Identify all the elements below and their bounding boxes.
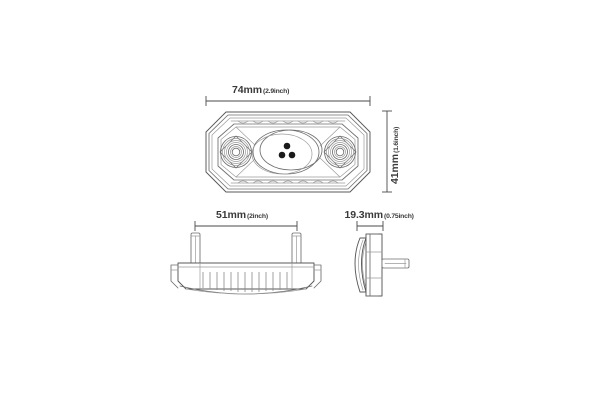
right-end-flange (313, 264, 322, 289)
heat-sink-fins (202, 272, 288, 292)
mount-spacing-dimension-line (194, 221, 298, 231)
side-profile-view: 19.3mm (0.75inch) (344, 209, 414, 297)
led-dot-bottom-right (288, 151, 296, 159)
left-mounting-boss (219, 135, 253, 169)
top-rail-scallops (230, 120, 346, 124)
housing-outer-outline (205, 111, 371, 193)
depth-dimension-line (356, 221, 384, 231)
height-dimension-inch: (1.6inch) (393, 127, 400, 153)
side-mounting-stud (381, 258, 410, 269)
led-cluster (278, 142, 296, 159)
front-elevation-view: 51mm (2inch) (170, 209, 322, 295)
mount-spacing-dimension-inch: (2inch) (247, 213, 268, 220)
right-mounting-stud (291, 232, 302, 266)
depth-dimension-mm: 19.3mm (344, 209, 383, 221)
width-dimension-line (205, 96, 371, 106)
housing-outer-outline-2 (208, 114, 368, 190)
height-dimension-mm: 41mm (389, 154, 401, 184)
bottom-skirt-curve-inner (185, 288, 307, 295)
center-lens (251, 129, 323, 175)
height-dimension-label-group: 41mm (1.6inch) (389, 127, 401, 184)
left-end-flange (170, 264, 179, 289)
left-mounting-stud (190, 232, 201, 266)
depth-dimension-inch: (0.75inch) (384, 213, 414, 220)
height-dimension-line (382, 110, 392, 193)
led-dot-bottom-left (278, 151, 286, 159)
bottom-rail-scallops (230, 180, 346, 184)
width-dimension-mm: 74mm (232, 84, 262, 96)
top-view: 74mm (2.9inch) 41mm (1.6inch) (205, 84, 401, 193)
housing-inner-frame (217, 123, 359, 181)
mount-spacing-dimension-mm: 51mm (216, 209, 246, 221)
side-body-outline (365, 233, 383, 297)
housing-outer-outline-3 (211, 117, 365, 187)
width-dimension-inch: (2.9inch) (263, 88, 289, 95)
right-mounting-boss (323, 135, 357, 169)
led-dot-top (283, 142, 291, 150)
housing-web-ribs (235, 126, 341, 178)
